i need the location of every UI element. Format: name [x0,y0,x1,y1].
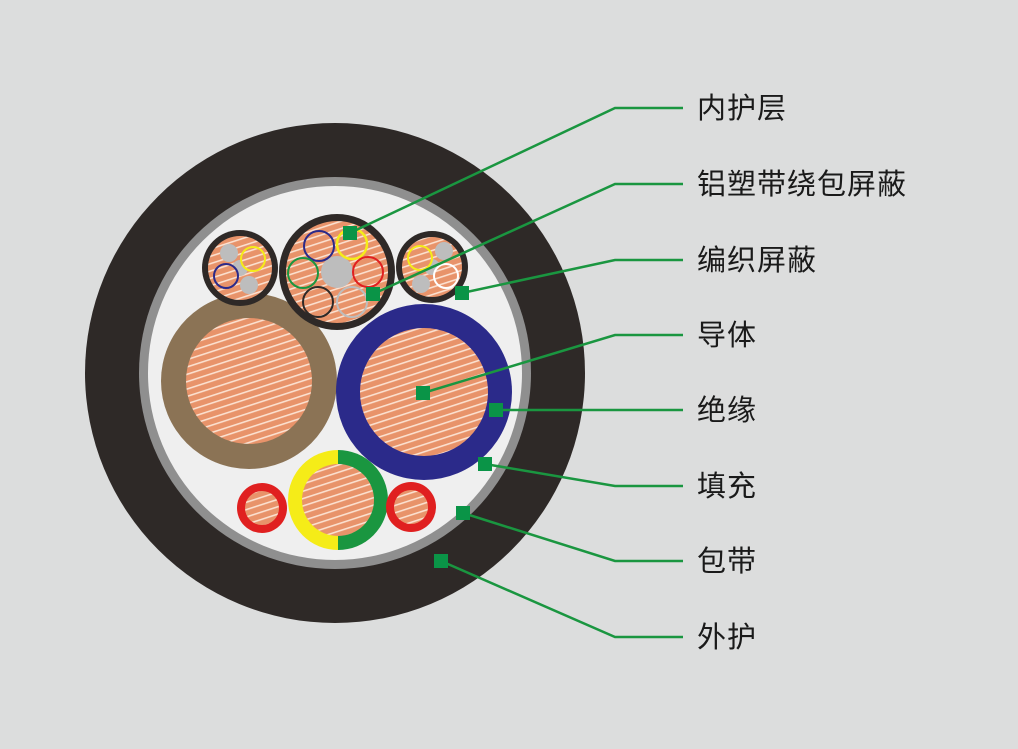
leader-line-conductor [422,333,683,395]
leader-line-aluminum-plastic-shield [372,182,683,296]
small-core-right [386,482,436,532]
label-wrapping-tape: 包带 [697,544,758,578]
marker-wrapping-tape [456,506,470,520]
marker-conductor [416,386,430,400]
leader-line-filler [484,462,683,488]
markers [343,226,503,568]
marker-braided-shield [455,286,469,300]
leader-line-inner-sheath [349,106,683,235]
label-inner-sheath: 内护层 [697,91,788,125]
marker-filler [478,457,492,471]
label-filler: 填充 [697,469,758,503]
marker-insulation [489,403,503,417]
marker-outer-sheath [434,554,448,568]
control-bundle-middle [279,214,395,330]
marker-inner-sheath [343,226,357,240]
ground-core [288,450,388,550]
label-insulation: 绝缘 [697,393,758,427]
marker-aluminum-plastic-shield [366,287,380,301]
small-core-left [237,483,287,533]
power-core-brown [161,293,337,469]
label-conductor: 导体 [697,318,758,352]
label-outer-sheath: 外护 [697,620,758,654]
leader-lines [349,106,683,639]
leader-line-outer-sheath [440,559,683,639]
label-braided-shield: 编织屏蔽 [697,243,818,277]
control-bundle-left [202,230,278,306]
label-aluminum-plastic-shield: 铝塑带绕包屏蔽 [697,167,908,201]
leader-line-wrapping-tape [462,511,683,563]
leader-line-braided-shield [461,258,683,295]
